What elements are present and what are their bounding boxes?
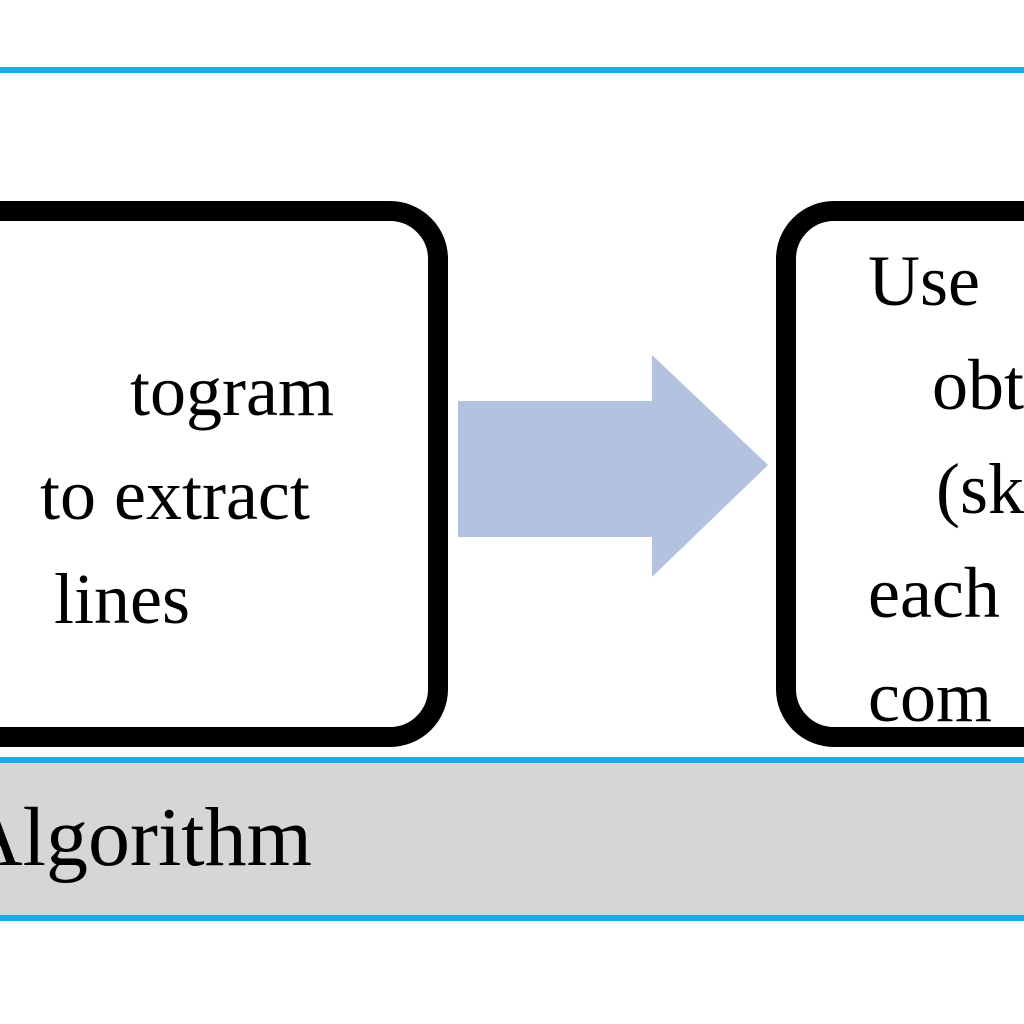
top-rule (0, 67, 1024, 73)
process-box-left-text: togram to extract lines (0, 339, 428, 651)
right-arrow-icon (458, 355, 768, 577)
middle-rule (0, 757, 1024, 763)
process-box-right: Use obt (sk each com (776, 201, 1024, 747)
figure-caption: Algorithm (0, 791, 312, 884)
diagram-panel: togram to extract lines Use obt (sk each… (0, 73, 1024, 757)
process-box-right-text: Use obt (sk each com (846, 229, 1024, 737)
box-left-line: to extract (40, 455, 310, 535)
box-right-line: obt (932, 345, 1024, 425)
box-right-line: Use (868, 241, 980, 321)
box-right-line: each (868, 553, 1000, 633)
box-right-line: com (868, 657, 992, 737)
bottom-rule (0, 915, 1024, 921)
flow-arrow-shape (458, 355, 768, 577)
box-left-line: togram (130, 351, 334, 431)
caption-bar: Algorithm (0, 763, 1024, 915)
box-right-line: (sk (936, 449, 1024, 529)
box-left-line: lines (54, 559, 190, 639)
process-box-left: togram to extract lines (0, 201, 448, 747)
